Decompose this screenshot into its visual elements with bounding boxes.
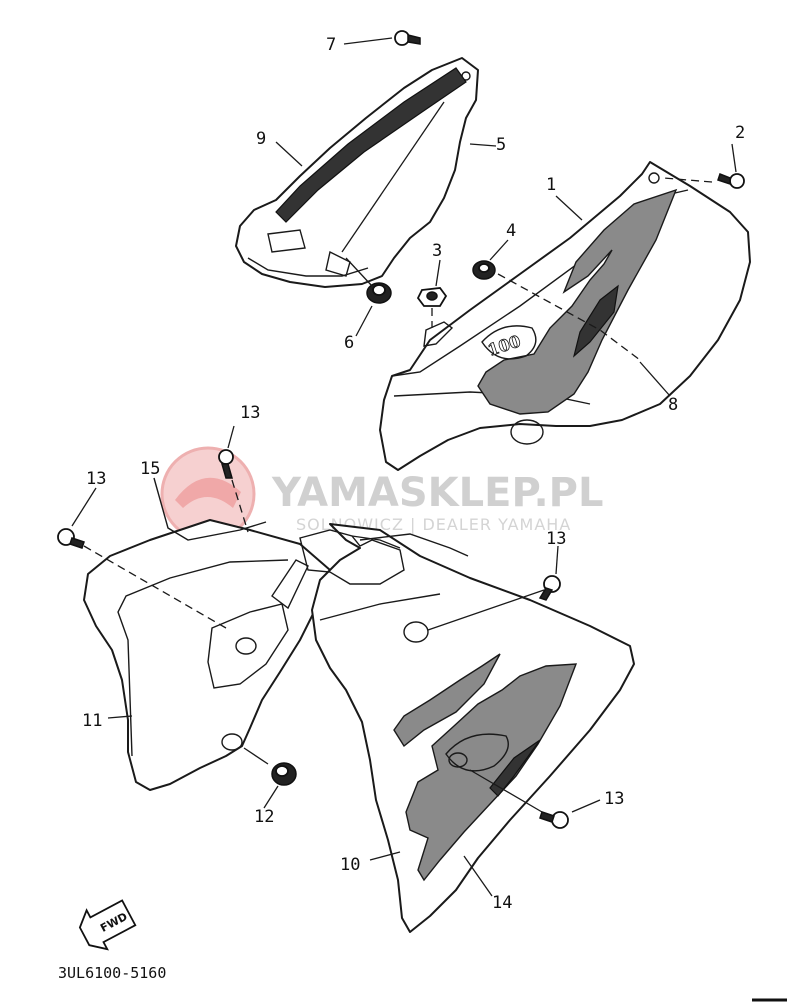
callout-13-left: 13 bbox=[86, 469, 106, 489]
callout-7: 7 bbox=[326, 35, 336, 55]
part-11-lower-cover-left bbox=[83, 519, 331, 791]
callout-11: 11 bbox=[82, 711, 102, 731]
callout-8: 8 bbox=[668, 395, 678, 415]
screw-7 bbox=[394, 30, 421, 46]
callout-5: 5 bbox=[496, 135, 506, 155]
callout-15: 15 bbox=[140, 459, 160, 479]
screw-13-left bbox=[57, 528, 85, 549]
screw-2 bbox=[717, 173, 745, 189]
screw-13-top bbox=[218, 449, 234, 479]
callout-13-right-upper: 13 bbox=[546, 529, 566, 549]
part-9-decal-stripe bbox=[275, 67, 467, 223]
callout-2: 2 bbox=[735, 123, 745, 143]
callout-6: 6 bbox=[344, 333, 354, 353]
callout-14: 14 bbox=[492, 893, 512, 913]
watermark-title: YAMASKLEP.PL bbox=[271, 470, 603, 516]
screw-13-right-upper bbox=[538, 575, 561, 601]
callout-1: 1 bbox=[546, 175, 556, 195]
screw-13-right-lower bbox=[539, 811, 569, 829]
part-15-cable-band bbox=[153, 477, 267, 541]
washer-4 bbox=[472, 260, 496, 280]
part-code: 3UL6100-5160 bbox=[58, 964, 166, 982]
nut-3 bbox=[416, 287, 454, 347]
grommet-12 bbox=[271, 762, 297, 786]
grommet-6 bbox=[366, 282, 392, 304]
callout-12: 12 bbox=[254, 807, 274, 827]
callout-4: 4 bbox=[506, 221, 516, 241]
callout-3: 3 bbox=[432, 241, 442, 261]
watermark-logo-mark bbox=[175, 477, 241, 508]
fwd-arrow-icon: FWD bbox=[78, 899, 137, 951]
callout-9: 9 bbox=[256, 129, 266, 149]
callout-13-right-lower: 13 bbox=[604, 789, 624, 809]
part-14-decal-graphics bbox=[393, 653, 578, 882]
callout-13-top: 13 bbox=[240, 403, 260, 423]
callout-10: 10 bbox=[340, 855, 360, 875]
